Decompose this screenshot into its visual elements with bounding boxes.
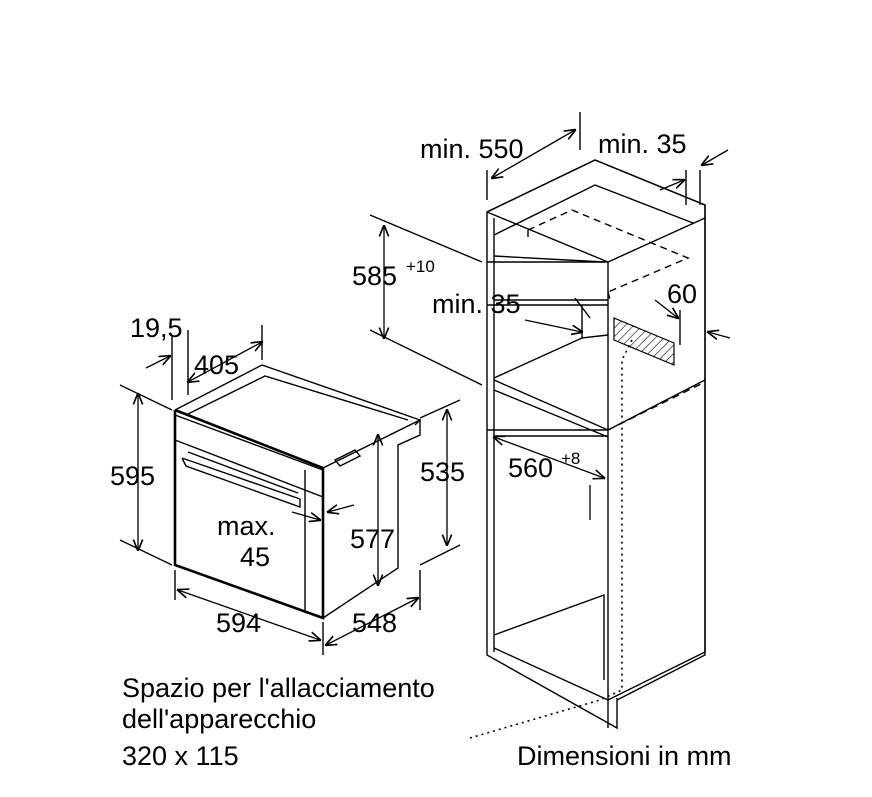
- label-max-value: 45: [240, 542, 270, 572]
- label-niche-width: 560: [508, 453, 553, 483]
- oven-handle: [181, 451, 301, 508]
- label-max: max.: [217, 511, 276, 541]
- cabinet-lower-compartment: [493, 594, 609, 701]
- oven-body-side: [322, 418, 421, 619]
- cabinet-top: [486, 159, 706, 213]
- lower-niche-dashed: [607, 381, 706, 431]
- label-oven-depth: 548: [352, 608, 397, 638]
- cabinet-drawing: [486, 159, 706, 730]
- label-oven-width: 594: [216, 608, 261, 638]
- label-niche-height: 585: [352, 261, 397, 291]
- label-niche-height-tol: +10: [406, 257, 435, 276]
- label-rear-gap: min. 35: [432, 289, 521, 319]
- label-back-gap: 60: [667, 279, 697, 309]
- rear-vent-hatch: [613, 317, 675, 366]
- label-connection-line1: Spazio per l'allacciamento: [122, 673, 435, 703]
- label-oven-height: 595: [110, 461, 155, 491]
- label-panel-height: 577: [350, 524, 395, 554]
- label-connection-line3: 320 x 115: [122, 741, 239, 771]
- label-door-offset: 19,5: [130, 313, 183, 343]
- label-niche-width-tol: +8: [561, 449, 580, 468]
- label-inner-height: 535: [420, 457, 465, 487]
- cabinet-front-outline: [486, 159, 706, 730]
- upper-niche-dashed: [527, 209, 690, 301]
- label-units: Dimensioni in mm: [517, 741, 732, 771]
- oven-top: [174, 364, 422, 426]
- label-connection-line2: dell'apparecchio: [122, 704, 316, 734]
- oven-drawing: [173, 364, 422, 620]
- label-oven-depth-top: 405: [194, 350, 239, 380]
- label-niche-depth: min. 550: [420, 134, 524, 164]
- cabinet-upper-shelf: [487, 299, 608, 306]
- cabinet-top-shelf: [486, 184, 706, 263]
- connection-dotted-line: [469, 339, 633, 739]
- label-side-gap: min. 35: [598, 129, 687, 159]
- oven-control-bar: [174, 414, 324, 471]
